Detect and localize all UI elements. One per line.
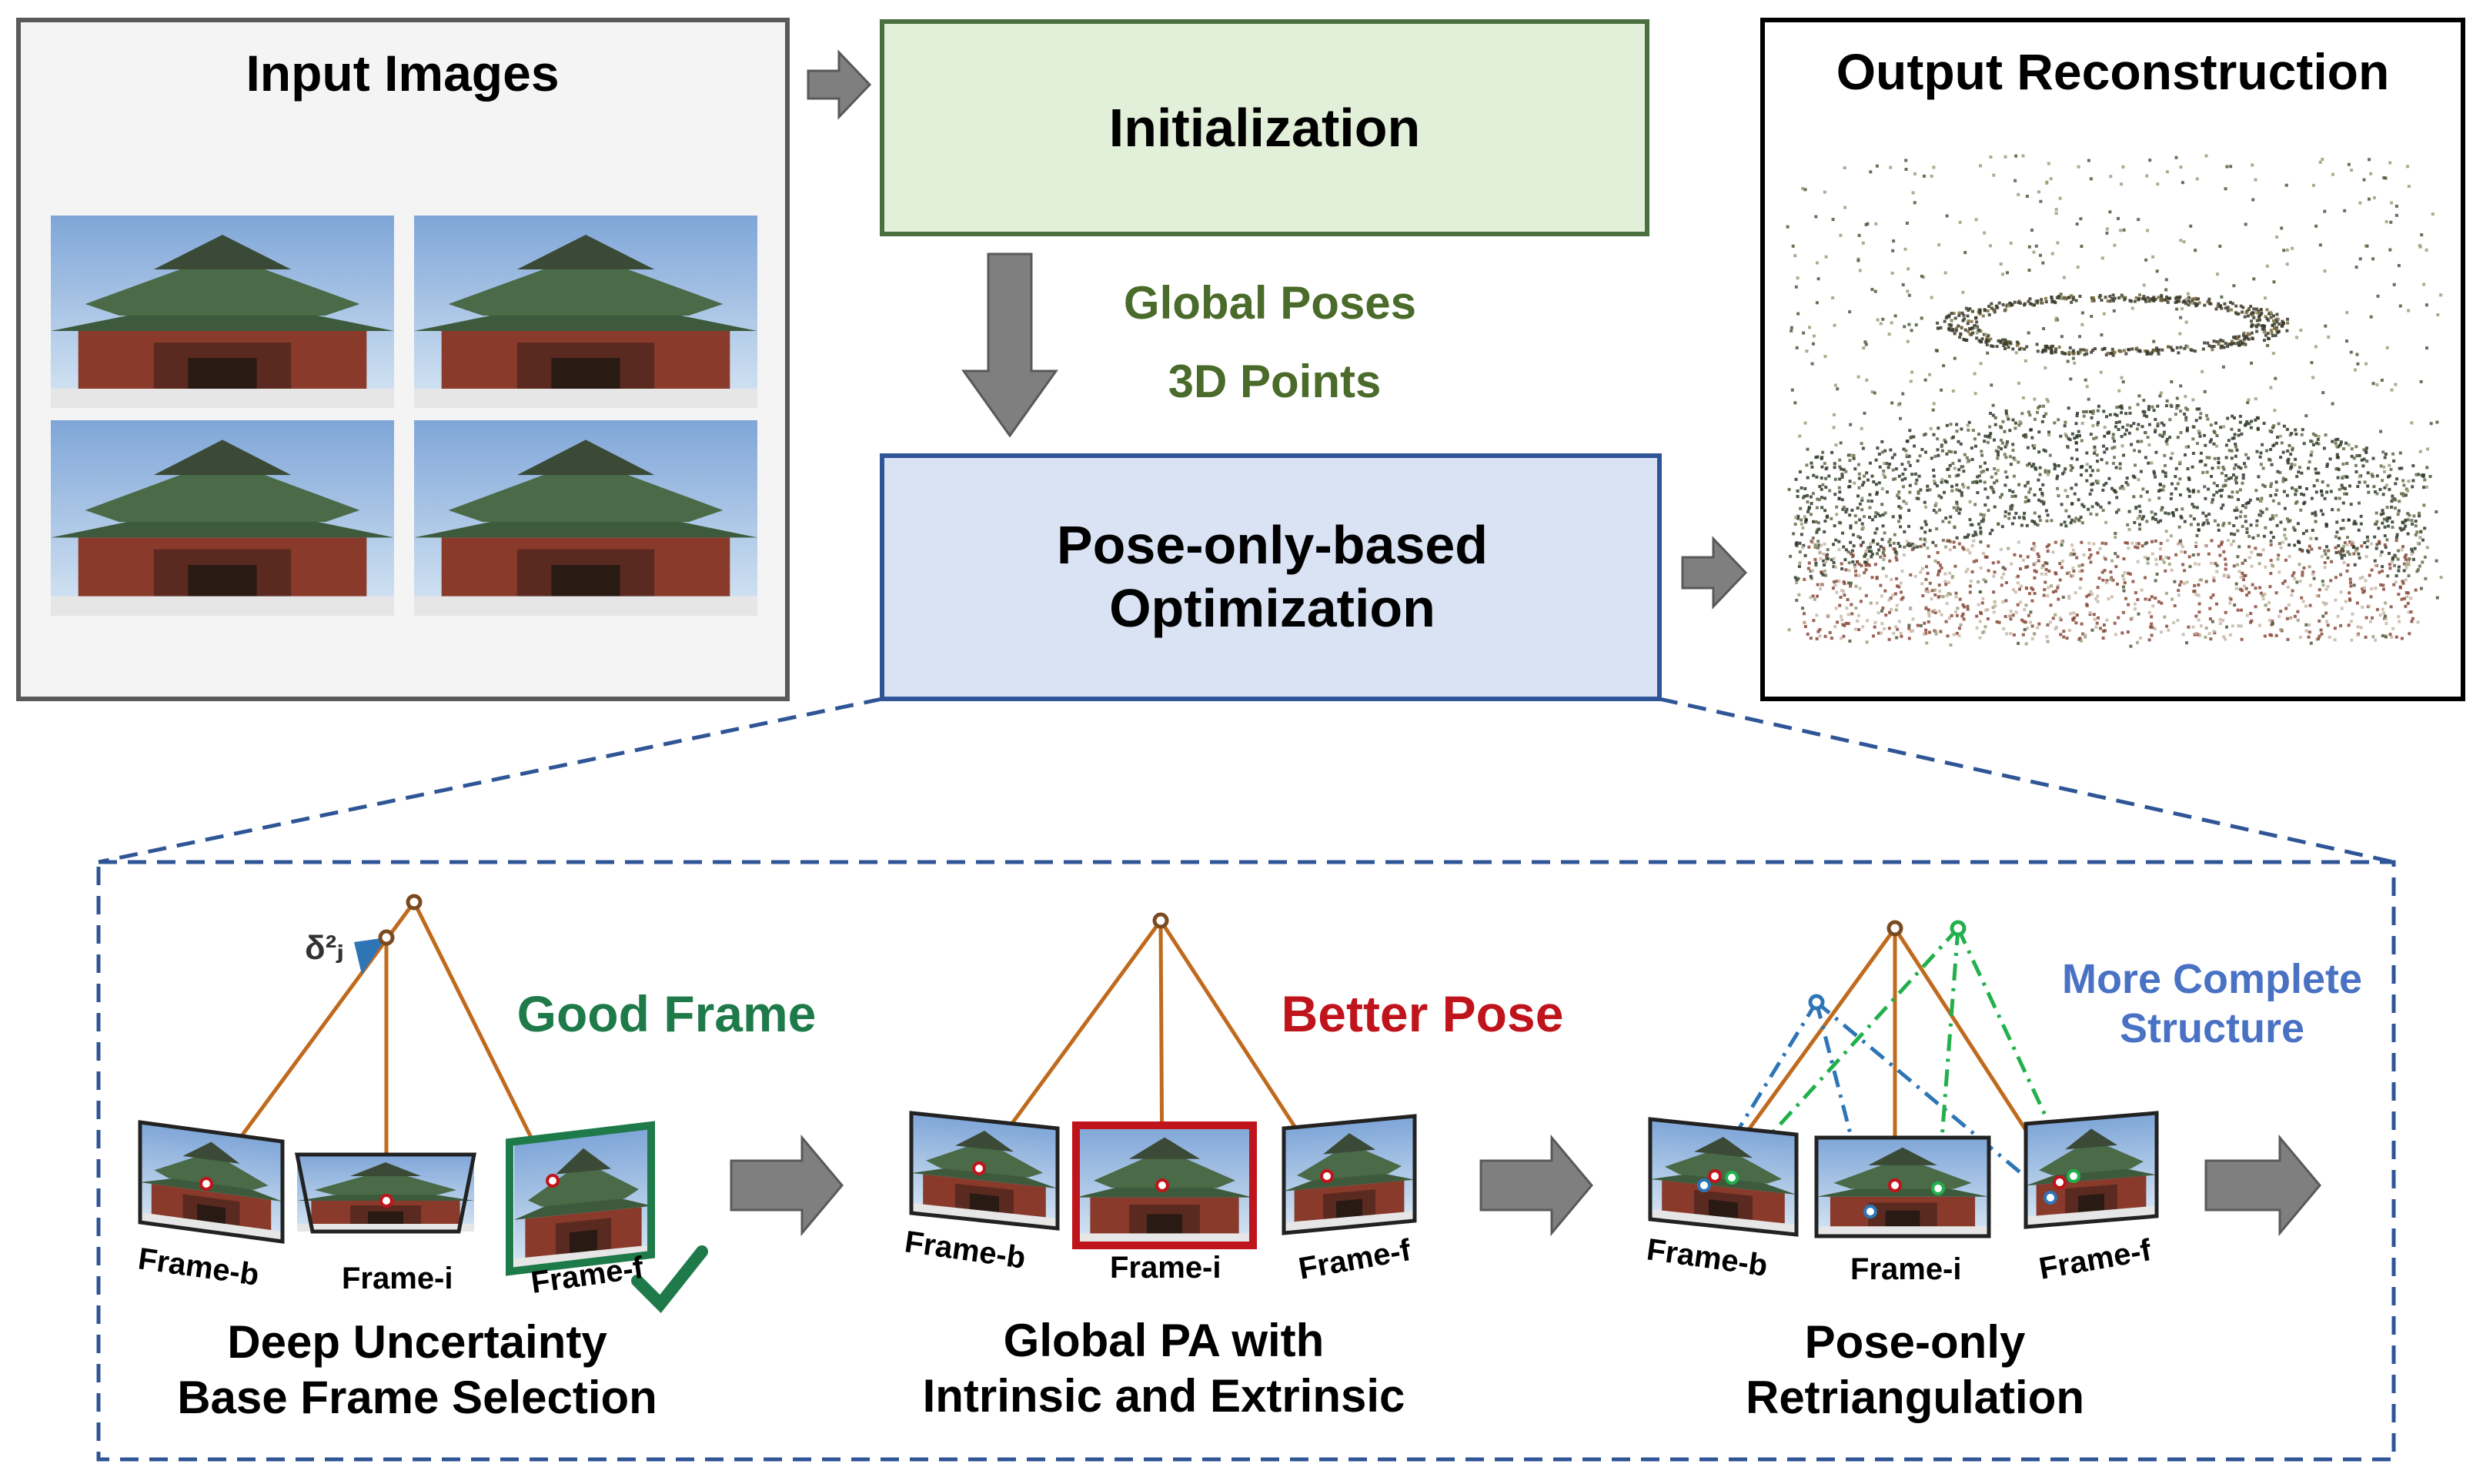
stage2-frame-b bbox=[909, 1111, 1060, 1231]
stage2-frame-i-refined bbox=[1072, 1121, 1257, 1249]
initialization-box bbox=[880, 19, 1649, 236]
arrow-input-to-init bbox=[807, 49, 872, 120]
stage3-caption-line2: Retriangulation bbox=[1746, 1372, 2084, 1423]
stage3-frame-b bbox=[1648, 1117, 1799, 1237]
stage2-frame-i-label: Frame-i bbox=[1110, 1251, 1221, 1285]
zoom-line-right bbox=[1659, 697, 2394, 864]
arrow-init-to-opt bbox=[961, 252, 1058, 438]
input-photo-2 bbox=[414, 216, 757, 408]
input-photo-1 bbox=[51, 216, 394, 408]
stage1-frame-f-selected bbox=[506, 1121, 655, 1276]
stage-global-pa: Better Pose Frame-b Frame-i Frame-f Glob… bbox=[903, 912, 1564, 1422]
global-poses-label: Global Poses bbox=[1124, 277, 1416, 329]
output-title: Output Reconstruction bbox=[1836, 43, 2390, 100]
stage1-caption-line1: Deep Uncertainty bbox=[227, 1316, 607, 1368]
good-frame-label: Good Frame bbox=[517, 985, 817, 1042]
better-pose-label: Better Pose bbox=[1282, 985, 1564, 1042]
more-complete-label-line1: More Complete bbox=[2062, 956, 2362, 1002]
stage3-frame-i bbox=[1814, 1135, 1991, 1238]
stage2-frame-f-label: Frame-f bbox=[1296, 1233, 1414, 1286]
optimization-box bbox=[880, 453, 1662, 701]
sigma-label: δ²ⱼ bbox=[305, 929, 344, 967]
stage1-frame-i bbox=[294, 1152, 477, 1234]
optimization-label-line2: Optimization bbox=[1109, 578, 1435, 638]
stage1-frame-b bbox=[138, 1120, 285, 1244]
stage3-frame-f bbox=[2023, 1111, 2159, 1229]
more-complete-label-line2: Structure bbox=[2120, 1005, 2304, 1051]
3d-points-label: 3D Points bbox=[1168, 356, 1382, 407]
detail-panel bbox=[96, 860, 2396, 1462]
arrow-stage1-to-stage2 bbox=[730, 1134, 844, 1237]
stage3-frame-f-label: Frame-f bbox=[2037, 1233, 2154, 1286]
input-images-title: Input Images bbox=[246, 45, 559, 102]
optimization-label-line1: Pose-only-based bbox=[1057, 515, 1488, 575]
stage-retriangulation: More Complete Structure Frame-b Frame-i … bbox=[1645, 920, 2362, 1423]
stage2-frame-b-label: Frame-b bbox=[903, 1225, 1028, 1275]
uncertainty-cone bbox=[354, 938, 386, 974]
stage2-frame-f bbox=[1282, 1114, 1417, 1235]
stage3-frame-b-label: Frame-b bbox=[1645, 1232, 1770, 1283]
input-photo-4 bbox=[414, 420, 757, 616]
stage1-frame-i-label: Frame-i bbox=[342, 1262, 453, 1295]
arrow-opt-to-output bbox=[1681, 536, 1748, 610]
arrow-stage2-to-stage3 bbox=[1479, 1134, 1593, 1237]
stage2-caption-line1: Global PA with bbox=[1004, 1315, 1325, 1366]
arrow-stage3-out bbox=[2204, 1134, 2321, 1237]
stage-base-frame-selection: δ²ⱼ Good Frame Frame-b Frame-i Frame-f D… bbox=[136, 894, 817, 1423]
stage3-frame-i-label: Frame-i bbox=[1850, 1252, 1962, 1286]
checkmark-icon bbox=[631, 1245, 708, 1313]
input-photo-3 bbox=[51, 420, 394, 616]
stage1-caption-line2: Base Frame Selection bbox=[177, 1372, 657, 1423]
stage1-frame-b-label: Frame-b bbox=[136, 1242, 261, 1292]
zoom-line-left bbox=[98, 697, 883, 864]
stage3-caption-line1: Pose-only bbox=[1805, 1316, 2026, 1368]
initialization-label: Initialization bbox=[1109, 98, 1420, 158]
stage2-caption-line2: Intrinsic and Extrinsic bbox=[923, 1370, 1405, 1422]
point-cloud bbox=[1786, 154, 2443, 648]
